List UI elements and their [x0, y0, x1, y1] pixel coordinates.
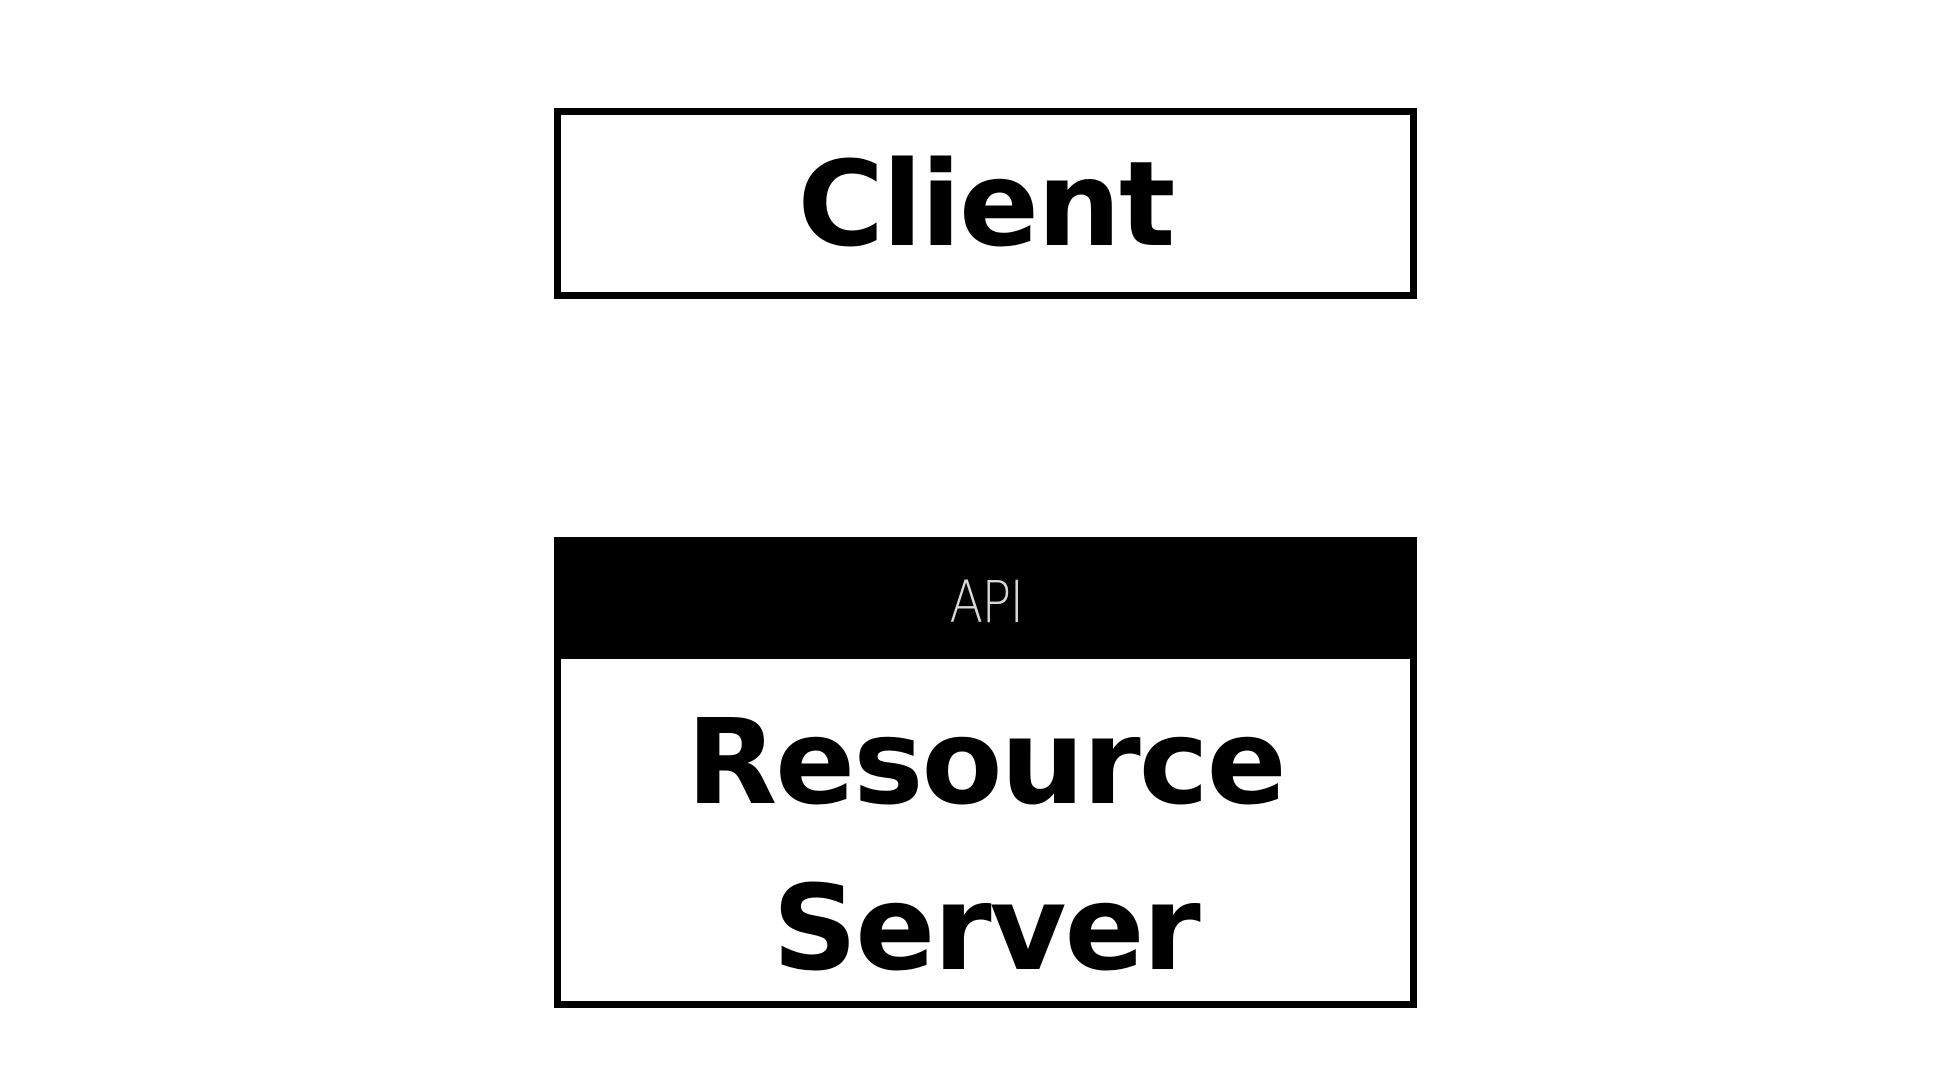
- client-box: Client: [554, 108, 1417, 299]
- api-bar: API: [561, 544, 1410, 659]
- api-label: API: [949, 567, 1024, 636]
- resource-server-box: API Resource Server: [554, 537, 1417, 1008]
- client-label: Client: [797, 134, 1176, 273]
- resource-server-line1: Resource: [686, 693, 1286, 831]
- resource-server-label: Resource Server: [561, 679, 1410, 1011]
- resource-server-line2: Server: [772, 859, 1200, 997]
